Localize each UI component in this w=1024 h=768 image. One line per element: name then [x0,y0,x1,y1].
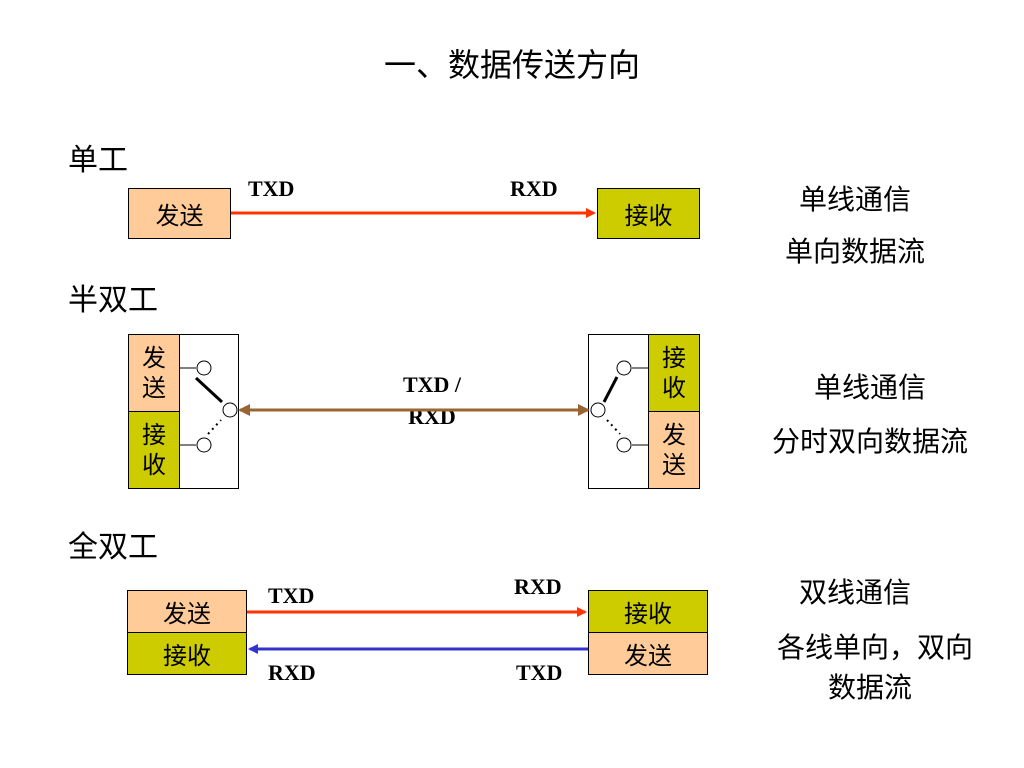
simplex-rxd-label: RXD [510,176,558,201]
full-duplex-desc-line2: 各线单向，双向 [776,631,973,664]
full-duplex-desc-line3: 数据流 [827,671,912,704]
full-duplex-right-send-box: 发送 [588,632,708,675]
half-duplex-desc-line2: 分时双向数据流 [771,425,968,458]
half-duplex-left-recv-char2: 收 [142,451,166,479]
half-duplex-right-send-char2: 送 [662,451,686,479]
simplex-desc-line2: 单向数据流 [784,235,925,268]
half-duplex-left-send-char2: 送 [142,374,166,402]
full-duplex-desc-line1: 双线通信 [798,576,911,609]
full-duplex-left-receive-box: 接收 [127,632,247,675]
half-duplex-left-recv-char1: 接 [142,421,166,449]
half-duplex-right-send-char1: 发 [662,421,686,449]
half-duplex-left-send-box: 发送 [128,334,180,412]
half-duplex-right-recv-char1: 接 [662,344,686,372]
simplex-txd-label: TXD [248,176,295,201]
half-duplex-right-switch [590,360,648,453]
half-duplex-desc-line1: 单线通信 [813,371,926,404]
half-duplex-left-send-char1: 发 [142,344,166,372]
full-duplex-bottom-left-label: RXD [268,660,316,685]
simplex-send-box: 发送 [128,188,231,239]
page-title: 一、数据传送方向 [383,46,640,84]
full-duplex-top-right-label: RXD [514,574,562,599]
half-duplex-right-send-box: 发送 [648,411,700,489]
simplex-receive-box: 接收 [597,188,700,239]
half-duplex-left-switch [180,360,238,453]
half-duplex-right-receive-box: 接收 [648,334,700,412]
full-duplex-bottom-right-label: TXD [516,660,563,685]
simplex-desc-line1: 单线通信 [798,183,911,216]
half-duplex-link-label-line1: TXD / [402,372,462,397]
full-duplex-heading: 全双工 [68,530,158,565]
full-duplex-top-left-label: TXD [268,583,315,608]
half-duplex-heading: 半双工 [68,283,158,318]
simplex-heading: 单工 [68,143,128,178]
half-duplex-left-receive-box: 接收 [128,411,180,489]
half-duplex-right-recv-char2: 收 [662,374,686,402]
